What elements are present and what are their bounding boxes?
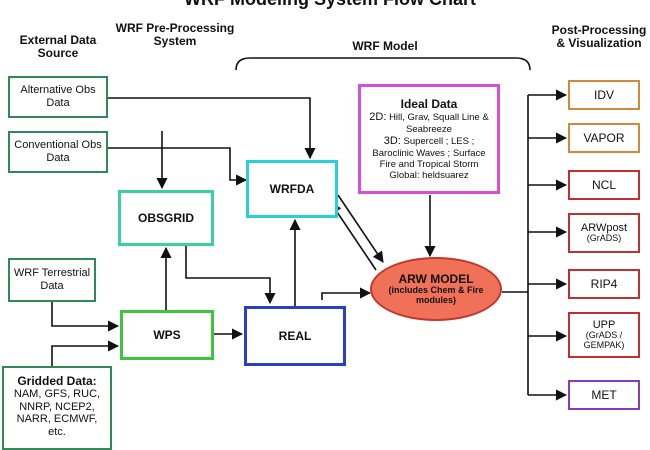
arrow-arw-wrfda — [330, 202, 377, 271]
header-external: External Data Source — [19, 33, 97, 61]
arw-model-node: ARW MODEL (includes Chem & Fire modules) — [370, 257, 502, 321]
arw-model-sub: (includes Chem & Fire modules) — [388, 285, 484, 305]
fan-trunk — [502, 95, 529, 395]
wrfda-box: WRFDA — [246, 160, 338, 218]
header-preprocessing: WRF Pre-Processing System — [115, 21, 235, 49]
arrow-gridded-wps — [51, 340, 120, 366]
arrow-altobs-wrfda — [108, 97, 316, 160]
upp-box: UPP (GrADS / GEMPAK) — [568, 312, 640, 358]
conventional-obs-box: Conventional Obs Data — [8, 131, 108, 173]
real-box: REAL — [244, 306, 346, 366]
ideal-data-box: Ideal Data 2D: Hill, Grav, Squall Line &… — [358, 84, 500, 194]
header-post: Post-Processing & Visualization — [551, 23, 647, 51]
arrow-convobs-wrfda — [108, 147, 248, 186]
model-bracket — [235, 57, 531, 71]
header-model: WRF Model — [352, 39, 418, 53]
arrow-obsgrid-real — [185, 246, 276, 305]
ideal-2d: 2D: Hill, Grav, Squall Line & Seabreeze — [369, 110, 489, 135]
arwpost-label: ARWpost — [580, 222, 628, 235]
wps-box: WPS — [120, 310, 214, 360]
ideal-data-title: Ideal Data — [400, 96, 458, 111]
vapor-box: VAPOR — [568, 123, 640, 153]
terrestrial-data-box: WRF Terrestrial Data — [8, 258, 96, 302]
arrow-real-arw — [321, 287, 372, 300]
rip4-box: RIP4 — [568, 269, 640, 299]
met-box: MET — [568, 380, 640, 410]
ideal-global: Global: heldsuarez — [389, 170, 469, 182]
arrow-terrestrial-wps — [51, 302, 120, 332]
upp-sub: (GrADS / GEMPAK) — [583, 330, 625, 350]
idv-box: IDV — [568, 80, 640, 110]
gridded-data-box: Gridded Data: NAM, GFS, RUC, NNRP, NCEP2… — [2, 366, 112, 450]
alternative-obs-box: Alternative Obs Data — [8, 76, 108, 118]
chart-title: WRF Modeling System Flow Chart — [120, 0, 540, 9]
arw-model-title: ARW MODEL — [398, 272, 474, 287]
obsgrid-box: OBSGRID — [118, 190, 214, 246]
upp-label: UPP — [592, 319, 616, 332]
gridded-data-title: Gridded Data: — [17, 374, 97, 388]
arrow-wrfda-arw — [337, 194, 384, 263]
gridded-data-list: NAM, GFS, RUC, NNRP, NCEP2, NARR, ECMWF,… — [13, 388, 101, 438]
ideal-3d: 3D: Supercell ; LES ; Baroclinic Waves ;… — [372, 134, 486, 171]
arwpost-sub: (GrADS) — [586, 233, 622, 244]
arwpost-box: ARWpost (GrADS) — [568, 213, 640, 253]
ncl-box: NCL — [568, 170, 640, 200]
